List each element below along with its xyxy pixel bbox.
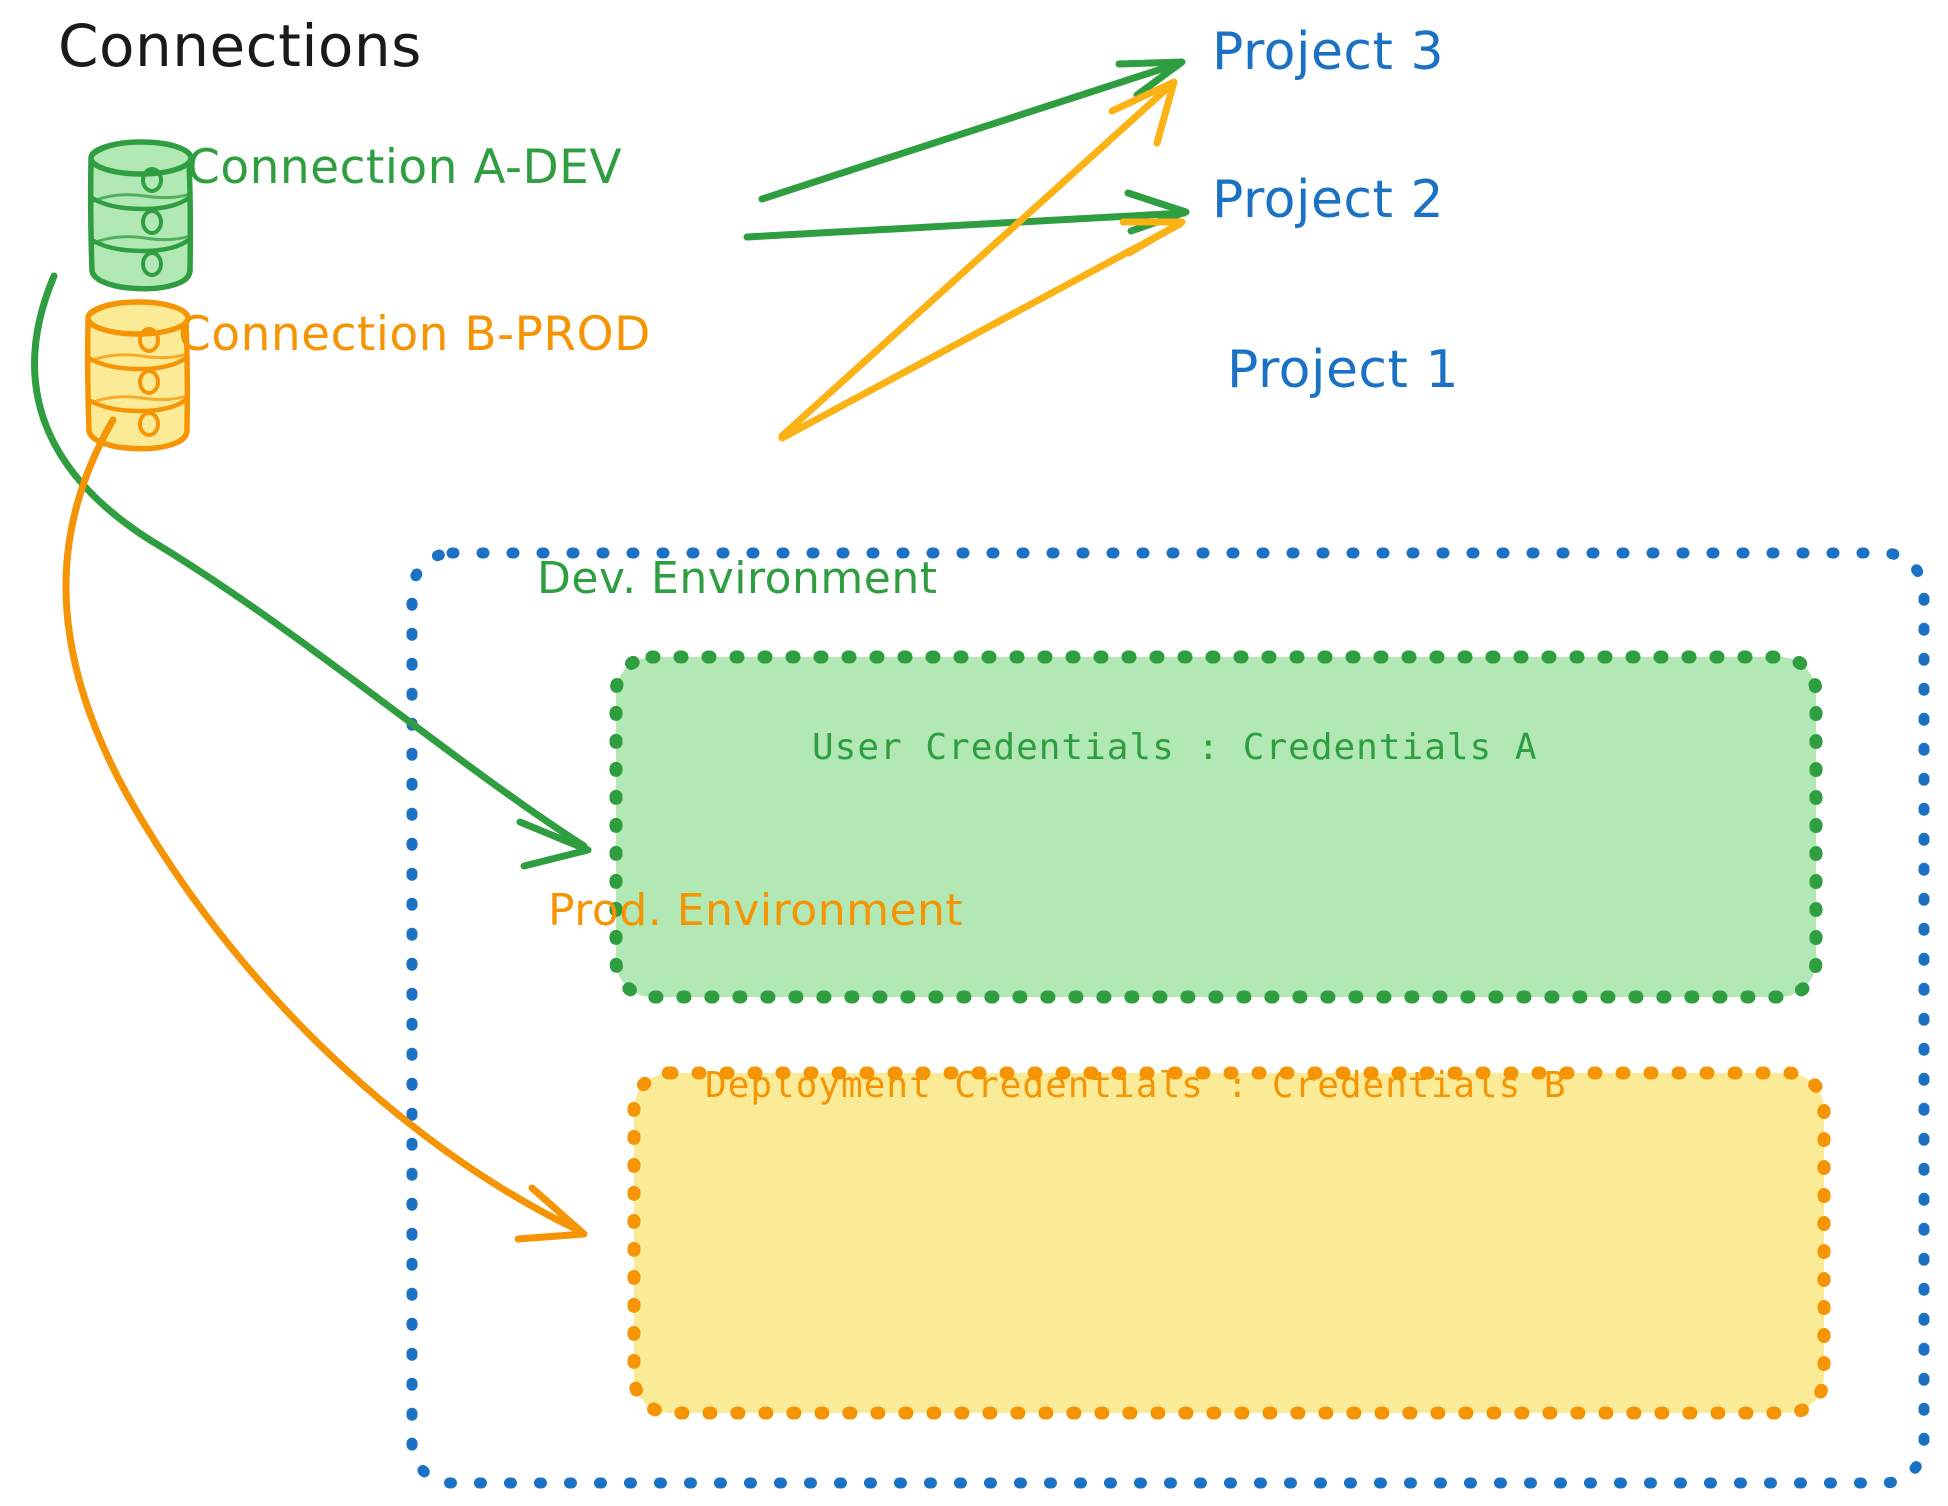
project-1-label[interactable]: Project 1 — [1227, 340, 1460, 400]
edge-b-prod-to-project-3 — [778, 78, 1178, 440]
dev-environment-box[interactable] — [609, 650, 1823, 1004]
connection-b-prod-label[interactable]: Connection B-PROD — [178, 307, 651, 362]
edge-b-prod-to-project-2 — [778, 218, 1186, 442]
database-cylinder-icon-orange — [84, 299, 191, 452]
dev-environment-title: Dev. Environment — [537, 553, 938, 604]
dev-environment-credentials: User Credentials : Credentials A — [812, 727, 1538, 768]
connection-a-dev-label[interactable]: Connection A-DEV — [187, 140, 622, 195]
page-title: Connections — [58, 12, 422, 80]
prod-environment-title: Prod. Environment — [548, 885, 964, 936]
project-2-label[interactable]: Project 2 — [1212, 170, 1445, 230]
database-cylinder-icon-green — [87, 139, 194, 292]
prod-environment-box[interactable] — [627, 1066, 1831, 1420]
project-1-container — [406, 547, 1930, 1489]
edge-b-prod-to-prod-environment — [62, 416, 588, 1243]
edge-a-dev-to-dev-environment — [31, 272, 592, 870]
edge-a-dev-to-project-3 — [758, 58, 1186, 203]
project-3-label[interactable]: Project 3 — [1212, 22, 1445, 82]
prod-environment-credentials: Deployment Credentials : Credentials B — [705, 1065, 1567, 1106]
edge-a-dev-to-project-2 — [743, 189, 1190, 241]
